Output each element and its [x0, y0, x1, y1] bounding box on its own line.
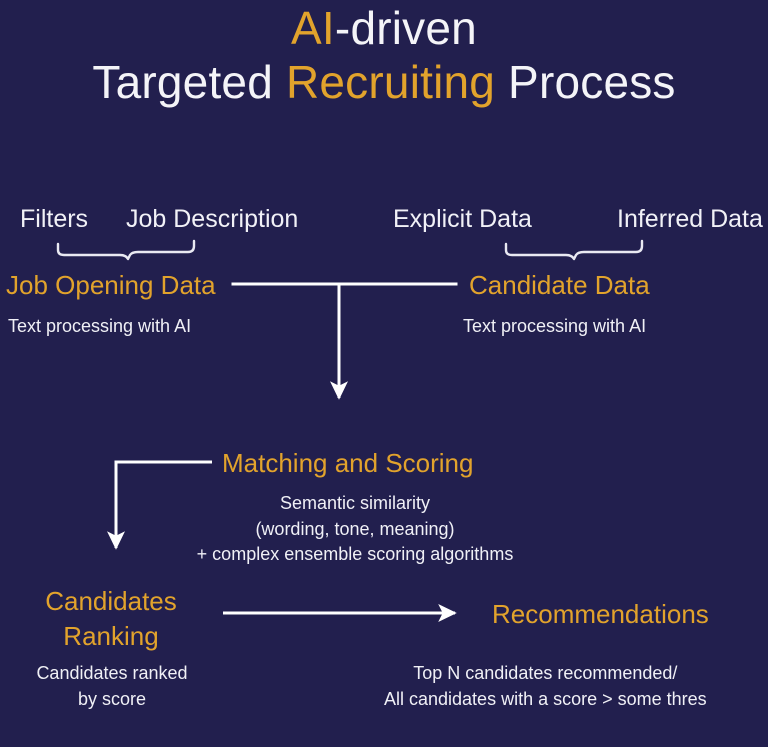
matching-note-line-2: (wording, tone, meaning) — [255, 518, 455, 539]
candidates-ranking-label-line-1: Candidates — [45, 586, 177, 616]
title-line-2-post: Process — [495, 55, 676, 108]
title-line-1-rest: -driven — [334, 2, 477, 54]
node-job-opening-data-note: Text processing with AI — [8, 316, 192, 336]
recommendations-note-line-1: Top N candidates recommended/ — [413, 663, 678, 683]
node-candidates-ranking-note: Candidates ranked by score — [16, 660, 208, 712]
node-matching-scoring-label: Matching and Scoring — [222, 448, 474, 478]
candidates-ranking-note-line-2: by score — [77, 689, 147, 710]
title-line-2-pre: Targeted — [92, 55, 286, 108]
title-accent-ai: AI — [291, 2, 335, 54]
input-label-job-description: Job Description — [126, 205, 299, 233]
candidates-ranking-note-line-1: Candidates ranked — [36, 663, 188, 683]
candidate-data-brace-icon — [504, 239, 644, 261]
merge-tee-arrow-icon — [231, 282, 458, 400]
title-accent-recruiting: Recruiting — [285, 55, 496, 108]
node-recommendations-note: Top N candidates recommended/ All candid… — [384, 660, 707, 712]
title-line-2: Targeted Recruiting Process — [0, 55, 768, 108]
input-label-filters: Filters — [20, 205, 89, 233]
recommendations-note-line-2: All candidates with a score > some thres — [384, 689, 707, 710]
node-matching-scoring-note: Semantic similarity (wording, tone, mean… — [164, 491, 546, 568]
page-title: AI-driven Targeted Recruiting Process — [0, 0, 768, 107]
matching-note-line-3: + complex ensemble scoring algorithms — [196, 544, 514, 565]
title-line-1: AI-driven — [0, 2, 768, 54]
input-label-inferred-data: Inferred Data — [617, 205, 763, 233]
matching-note-line-1: Semantic similarity — [279, 493, 431, 513]
node-candidates-ranking-label: Candidates Ranking — [20, 584, 202, 653]
node-recommendations-label: Recommendations — [492, 599, 709, 629]
node-candidate-data-note: Text processing with AI — [463, 316, 647, 336]
input-label-explicit-data: Explicit Data — [393, 205, 532, 233]
node-job-opening-data-label: Job Opening Data — [6, 270, 216, 300]
node-candidate-data-label: Candidate Data — [469, 270, 650, 300]
candidates-ranking-label-line-2: Ranking — [63, 620, 159, 651]
job-opening-brace-icon — [56, 239, 196, 261]
